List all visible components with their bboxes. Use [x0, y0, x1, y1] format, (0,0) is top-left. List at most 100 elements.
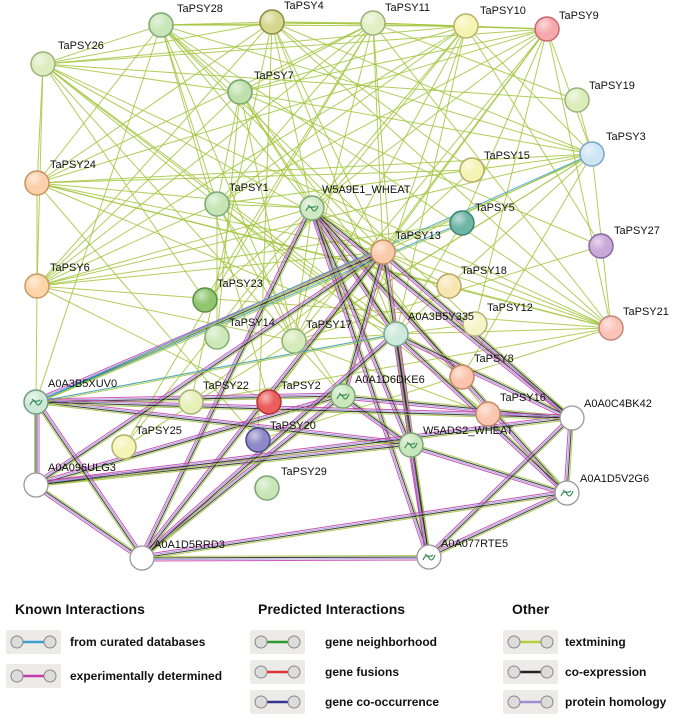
node-label: A0A1D5V2G6: [580, 473, 649, 485]
protein-node-tapsy28[interactable]: TaPSY28: [148, 3, 223, 38]
edge-textmining: [42, 63, 241, 93]
protein-node-tapsy22[interactable]: TaPSY22: [178, 380, 249, 415]
node-label: A0A0C4BK42: [584, 398, 652, 410]
node-highlight: [258, 391, 280, 413]
node-label: A0A3B5Y335: [408, 311, 474, 323]
edge-textmining: [395, 25, 467, 335]
edge-textmining: [36, 396, 344, 487]
legend-known: Known Interactions from curated database…: [6, 601, 222, 688]
edge-textmining: [160, 24, 467, 27]
protein-node-tapsy20[interactable]: TaPSY20: [245, 420, 316, 453]
protein-node-tapsy12[interactable]: TaPSY12: [462, 302, 533, 337]
protein-node-tapsy1[interactable]: TaPSY1: [204, 182, 269, 217]
edge-textmining: [311, 25, 467, 209]
protein-node-tapsy16[interactable]: TaPSY16: [475, 392, 546, 427]
protein-node-tapsy24[interactable]: TaPSY24: [24, 159, 96, 196]
node-label: TaPSY22: [203, 380, 249, 392]
protein-node-tapsy13[interactable]: TaPSY13: [370, 230, 441, 265]
edge-homology: [34, 250, 383, 485]
edge-textmining: [35, 402, 411, 447]
edge-textmining: [372, 22, 397, 335]
protein-node-a0a1d5v2g6[interactable]: A0A1D5V2G6: [554, 473, 649, 506]
node-highlight: [229, 81, 251, 103]
edge-textmining: [204, 22, 374, 301]
protein-node-w5ads2_wheat[interactable]: W5ADS2_WHEAT: [398, 425, 514, 458]
protein-node-tapsy27[interactable]: TaPSY27: [588, 225, 660, 259]
edge-textmining: [42, 63, 218, 205]
node-label: TaPSY10: [480, 5, 526, 17]
edge-textmining: [142, 208, 314, 559]
protein-node-tapsy3[interactable]: TaPSY3: [579, 131, 646, 167]
protein-node-tapsy4[interactable]: TaPSY4: [259, 0, 324, 35]
edge-textmining: [343, 394, 413, 445]
protein-node-a0a077rte5[interactable]: A0A077RTE5: [416, 538, 508, 570]
node-highlight: [180, 391, 202, 413]
protein-node-a0a3b5y335[interactable]: A0A3B5Y335: [383, 311, 474, 347]
node-highlight: [477, 403, 499, 425]
edge-textmining: [546, 28, 612, 329]
legend-label-coexpression: co-expression: [565, 665, 646, 679]
edge-coexpression: [141, 556, 430, 559]
protein-node-tapsy21[interactable]: TaPSY21: [598, 306, 669, 341]
protein-node-a0a1d6dke6[interactable]: A0A1D6DKE6: [330, 374, 425, 409]
edge-textmining: [429, 418, 574, 559]
edge-textmining: [429, 493, 568, 559]
node-highlight: [464, 313, 486, 335]
legend-swatch-node-right: [287, 695, 301, 709]
edge-experimental: [35, 414, 572, 483]
edge-textmining: [42, 25, 467, 65]
edge-homology: [427, 416, 572, 557]
protein-node-tapsy26[interactable]: TaPSY26: [30, 40, 104, 77]
protein-node-tapsy17[interactable]: TaPSY17: [281, 319, 352, 354]
edge-textmining: [271, 21, 384, 253]
protein-structure-icon: [305, 204, 319, 212]
protein-node-tapsy29[interactable]: TaPSY29: [254, 466, 327, 501]
legend-swatch-node-right: [287, 665, 301, 679]
protein-node-a0a3b5xuv0[interactable]: A0A3B5XUV0: [23, 378, 117, 415]
edge-textmining: [123, 22, 374, 448]
node-label: TaPSY7: [254, 70, 294, 82]
protein-node-a0a0c4bk42[interactable]: A0A0C4BK42: [559, 398, 652, 431]
legend-item-fusion: gene fusions: [250, 660, 399, 684]
legend-item-experimental: experimentally determined: [6, 664, 222, 688]
node-label: TaPSY18: [461, 265, 507, 277]
edges-layer: [34, 21, 612, 562]
legend-label-homology: protein homology: [565, 695, 667, 709]
legend-item-coexpression: co-expression: [503, 660, 646, 684]
node-highlight: [561, 407, 583, 429]
node-label: TaPSY5: [475, 202, 515, 214]
protein-node-tapsy25[interactable]: TaPSY25: [111, 425, 182, 460]
edge-textmining: [36, 28, 548, 184]
protein-node-tapsy2[interactable]: TaPSY2: [256, 380, 321, 415]
protein-node-a0a1d5rrd3[interactable]: A0A1D5RRD3: [129, 539, 225, 571]
protein-node-w5a9e1_wheat[interactable]: W5A9E1_WHEAT: [299, 184, 411, 221]
legend-item-curated: from curated databases: [6, 630, 206, 654]
edge-textmining: [36, 483, 144, 558]
edge-textmining: [411, 443, 568, 493]
edge-experimental: [138, 206, 310, 557]
protein-node-tapsy10[interactable]: TaPSY10: [453, 5, 526, 39]
protein-node-tapsy8[interactable]: TaPSY8: [449, 353, 514, 390]
protein-node-tapsy5[interactable]: TaPSY5: [449, 202, 515, 236]
edge-coexpression: [428, 492, 568, 558]
protein-node-tapsy23[interactable]: TaPSY23: [192, 278, 263, 313]
protein-node-tapsy11[interactable]: TaPSY11: [360, 2, 430, 36]
nodes-layer: TaPSY28 TaPSY4 TaPSY11 TaPSY10 TaPSY9TaPSY26…: [23, 0, 669, 571]
edge-textmining: [465, 25, 602, 247]
edge-textmining: [160, 24, 384, 253]
protein-node-tapsy14[interactable]: TaPSY14: [204, 317, 275, 350]
protein-node-tapsy9[interactable]: TaPSY9: [534, 10, 599, 42]
protein-node-a0a096ulg3[interactable]: A0A096ULG3: [23, 462, 116, 498]
legend-swatch-node-left: [507, 635, 521, 649]
protein-node-tapsy15[interactable]: TaPSY15: [459, 150, 530, 183]
legend-swatch-node-right: [540, 665, 554, 679]
protein-node-tapsy19[interactable]: TaPSY19: [564, 80, 635, 113]
protein-node-tapsy7[interactable]: TaPSY7: [227, 70, 294, 105]
node-highlight: [247, 429, 269, 451]
protein-structure-icon: [336, 392, 350, 400]
protein-node-tapsy6[interactable]: TaPSY6: [24, 262, 90, 299]
node-highlight: [461, 159, 483, 181]
edge-textmining: [36, 334, 397, 404]
protein-node-tapsy18[interactable]: TaPSY18: [436, 265, 507, 299]
edge-textmining: [142, 334, 398, 560]
